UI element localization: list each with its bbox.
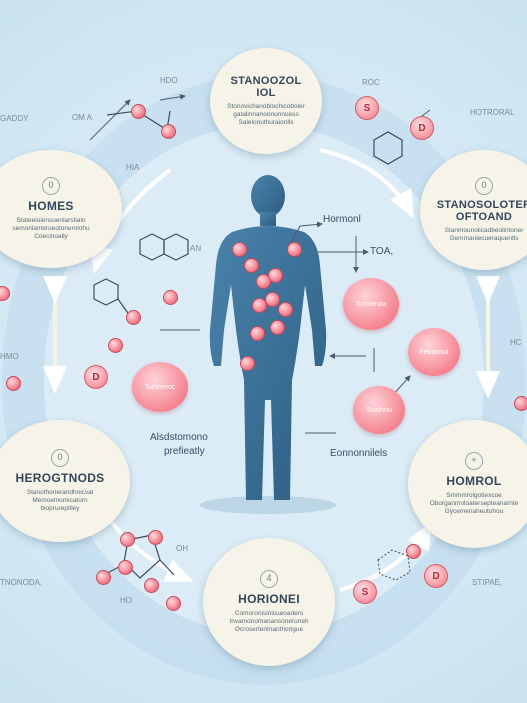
tag-s-bottom-right: S xyxy=(353,580,377,604)
atom-bottom-left-2 xyxy=(118,560,133,575)
atom-1 xyxy=(232,242,247,257)
arc-arrow-top-right xyxy=(319,148,414,219)
node-left-lower: 0 HEROGTNODS Stanothorierandhnicval Memo… xyxy=(0,420,130,542)
atom-left-edge-1 xyxy=(6,376,21,391)
node-top: STANOOZOL IOL Stonovichanoblochicoboler … xyxy=(210,48,322,154)
atom-bottom-left-3 xyxy=(120,532,135,547)
pill-feoaonol-label: Feoaonol xyxy=(419,348,449,356)
label-roc: ROC xyxy=(362,78,380,87)
pill-tomrenaa-label: Tomrenaa xyxy=(355,300,387,308)
node-right-lower-number: + xyxy=(465,452,483,470)
atom-5 xyxy=(256,274,271,289)
label-hormonl: Hormonl xyxy=(323,214,361,225)
hexagon-molecule-left xyxy=(93,233,189,317)
pill-soalhnu: Soalhnu xyxy=(353,386,405,434)
atom-mid-left-2 xyxy=(126,310,141,325)
label-ho: HO xyxy=(120,596,132,605)
tag-s-top-right: S xyxy=(355,96,379,120)
atom-right-edge-1 xyxy=(514,396,527,411)
label-hia: HIA xyxy=(126,163,140,172)
atom-mid-left-1 xyxy=(163,290,178,305)
node-bottom-title: HORIONEI xyxy=(238,592,300,606)
atom-bottom-right-1 xyxy=(406,544,421,559)
label-hc: HC xyxy=(510,338,522,347)
arc-arrow-bottom-right xyxy=(339,521,432,592)
atom-left-edge-2 xyxy=(0,286,10,301)
node-bottom-body: Comoronisinicueoaders Invamonomanansoner… xyxy=(229,610,309,633)
node-left-upper: 0 HOMES Stateeluiensuenlarstialo semonla… xyxy=(0,150,122,268)
hexagon-molecule-right xyxy=(373,131,403,165)
label-hotror: HOTRORAL xyxy=(470,108,515,117)
pill-feoaonol: Feoaonol xyxy=(408,328,460,376)
label-tnonod: TNONODA, xyxy=(0,578,43,587)
ring-molecule-bottom-right xyxy=(377,549,411,581)
node-bottom: 4 HORIONEI Comoronisinicueoaders Invamon… xyxy=(203,538,335,666)
label-oma: OM A xyxy=(72,113,93,122)
atom-bottom-left-1 xyxy=(96,570,111,585)
tag-s-top-right-label: S xyxy=(363,102,371,114)
label-prefix: prefieatly xyxy=(164,446,205,457)
atom-9 xyxy=(250,326,265,341)
node-left-lower-title: HEROGTNODS xyxy=(15,471,105,485)
node-left-upper-title: HOMES xyxy=(28,199,74,213)
tag-d-top-right-label: D xyxy=(418,122,426,134)
pill-tomrenoc-label: Tomrenoc xyxy=(144,383,176,391)
atom-8 xyxy=(278,302,293,317)
node-left-lower-number: 0 xyxy=(51,449,69,467)
node-right-upper: 0 STANOSOLOTER OFTOAND Stanmounolicadbeo… xyxy=(420,150,527,270)
atom-mid-left-3 xyxy=(108,338,123,353)
arrow-top-left-1 xyxy=(89,99,131,141)
node-right-upper-body: Stanmounolicadbeolintoner Gemmaniecueraq… xyxy=(444,227,524,242)
atom-3 xyxy=(244,258,259,273)
atom-top-left-1 xyxy=(131,104,146,119)
atom-bottom-left-4 xyxy=(148,530,163,545)
node-right-lower: + HOMROL Smmmrolgotiexcoe Oborganmoloate… xyxy=(408,420,527,548)
node-right-upper-number: 0 xyxy=(475,177,493,195)
node-top-body: Stonovichanoblochicoboler gatalinnanoonu… xyxy=(227,103,305,126)
atom-2 xyxy=(287,242,302,257)
tag-d-bottom-right-label: D xyxy=(432,570,440,582)
tag-d-left-label: D xyxy=(92,371,100,383)
label-stipae: STIPAE, xyxy=(472,578,503,587)
label-hdo: HDO xyxy=(160,76,178,85)
pill-soalhnu-label: Soalhnu xyxy=(366,406,392,414)
label-hmo: HMO xyxy=(0,352,19,361)
node-right-upper-title: STANOSOLOTER OFTOAND xyxy=(436,199,527,223)
node-top-title: STANOOZOL IOL xyxy=(230,75,302,99)
node-bottom-number: 4 xyxy=(260,570,278,588)
label-toa: TOA, xyxy=(370,246,394,257)
atom-10 xyxy=(270,320,285,335)
node-right-lower-title: HOMROL xyxy=(446,474,502,488)
node-left-lower-body: Stanothorierandhnicval Memoelnomicatorn … xyxy=(26,489,94,512)
atom-top-left-2 xyxy=(161,124,176,139)
atom-6 xyxy=(265,292,280,307)
tag-d-left: D xyxy=(84,365,108,389)
label-oh: OH xyxy=(176,544,188,553)
figure-shadow xyxy=(200,496,336,514)
node-left-upper-number: 0 xyxy=(42,177,60,195)
human-figure xyxy=(209,175,327,500)
label-alsd: Alsdstomono xyxy=(150,432,208,443)
atom-11 xyxy=(240,356,255,371)
tag-s-bottom-right-label: S xyxy=(361,586,369,598)
tag-d-top-right: D xyxy=(410,116,434,140)
atom-7 xyxy=(252,298,267,313)
label-an: AN xyxy=(190,244,202,253)
label-gaddy: GADDY xyxy=(0,114,29,123)
node-left-upper-body: Stateeluiensuenlarstialo semonlanterueot… xyxy=(12,217,90,240)
atom-bottom-left-5 xyxy=(144,578,159,593)
arrow-top-left-2 xyxy=(159,93,186,101)
atom-bottom-left-6 xyxy=(166,596,181,611)
tag-d-bottom-right: D xyxy=(424,564,448,588)
label-bottom-center: Eonnonnilels xyxy=(330,448,388,459)
node-right-lower-body: Smmmrolgotiexcoe Oborganmoloatersepteana… xyxy=(429,492,519,515)
pill-tomrenoc: Tomrenoc xyxy=(132,362,188,412)
arrow-hormonl xyxy=(289,221,323,246)
pill-tomrenaa: Tomrenaa xyxy=(343,278,399,330)
